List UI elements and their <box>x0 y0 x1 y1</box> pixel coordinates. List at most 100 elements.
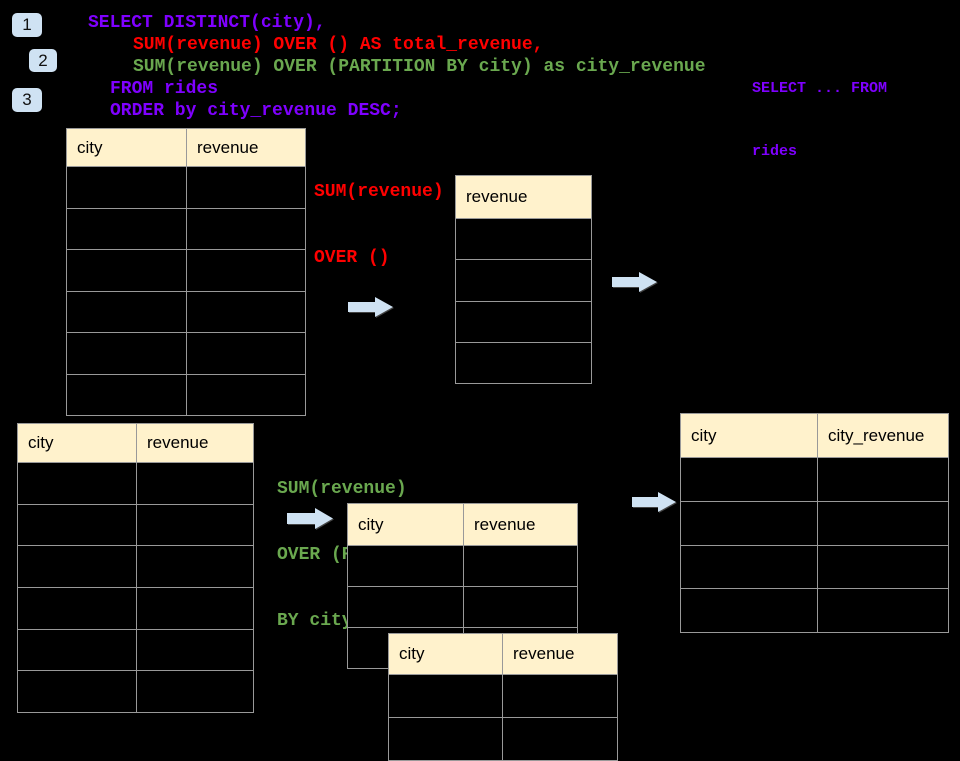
table-header-row: city revenue <box>17 423 254 463</box>
empty-cell <box>817 588 949 633</box>
empty-cell <box>502 717 618 761</box>
column-header-city: city <box>66 128 187 167</box>
empty-cell <box>347 586 464 628</box>
empty-cell <box>817 544 949 590</box>
table-row <box>66 207 306 250</box>
column-header-revenue: revenue <box>463 503 578 546</box>
table-header-row: city revenue <box>388 633 618 675</box>
slide-canvas: 1 2 3 SELECT DISTINCT(city), SUM(revenue… <box>12 13 949 761</box>
empty-cell <box>680 457 818 502</box>
annotation-total-line-2: OVER () <box>314 248 390 268</box>
annotation-partition-line-1: SUM(revenue) <box>277 479 407 499</box>
empty-cell <box>17 462 137 505</box>
step-badge-1: 1 <box>12 13 42 37</box>
empty-cell <box>463 545 578 587</box>
empty-cell <box>136 587 254 630</box>
empty-cell <box>817 457 949 502</box>
empty-cell <box>817 500 949 546</box>
empty-cell <box>186 373 306 416</box>
column-header-city: city <box>680 413 818 458</box>
sql-line-total-revenue: SUM(revenue) OVER () AS total_revenue, <box>133 35 544 55</box>
empty-cell <box>136 628 254 672</box>
table-row <box>17 628 254 672</box>
table-source-bottom: city revenue <box>17 423 254 714</box>
table-partition-overlay: city revenue <box>388 633 618 761</box>
empty-cell <box>186 249 306 292</box>
table-row <box>455 341 592 385</box>
step-badge-2: 2 <box>29 49 57 72</box>
table-result: city city_revenue <box>680 413 949 633</box>
table-partition-mid: city revenue <box>347 503 578 669</box>
column-header-revenue: revenue <box>455 175 592 219</box>
step-badge-3: 3 <box>12 88 42 112</box>
table-row <box>17 670 254 714</box>
empty-cell <box>186 166 306 209</box>
empty-cell <box>136 503 254 547</box>
empty-cell <box>66 207 187 250</box>
sql-line-select: SELECT DISTINCT(city), <box>88 13 326 33</box>
side-note-select-from-rides: SELECT ... FROM rides <box>752 36 887 204</box>
column-header-revenue: revenue <box>186 128 306 167</box>
flow-arrow-right-icon <box>287 507 333 530</box>
table-row <box>680 588 949 633</box>
empty-cell <box>455 300 592 343</box>
sql-line-order-by: ORDER by city_revenue DESC; <box>110 101 402 121</box>
table-row <box>388 717 618 761</box>
side-note-line-1: SELECT ... FROM <box>752 80 888 97</box>
table-revenue-only: revenue <box>455 175 592 385</box>
table-row <box>66 249 306 292</box>
empty-cell <box>136 670 254 714</box>
column-header-revenue: revenue <box>502 633 618 675</box>
table-row <box>680 544 949 590</box>
table-header-row: city revenue <box>66 128 306 167</box>
table-row <box>66 373 306 416</box>
empty-cell <box>680 500 818 546</box>
empty-cell <box>455 341 592 385</box>
table-header-row: city revenue <box>347 503 578 546</box>
empty-cell <box>66 290 187 333</box>
empty-cell <box>680 588 818 633</box>
column-header-city: city <box>388 633 503 675</box>
sql-line-city-revenue: SUM(revenue) OVER (PARTITION BY city) as… <box>133 57 706 77</box>
table-row <box>347 545 578 587</box>
annotation-total-line-1: SUM(revenue) <box>314 182 444 202</box>
empty-cell <box>502 674 618 718</box>
empty-cell <box>136 545 254 589</box>
table-row <box>17 462 254 505</box>
flow-arrow-right-icon <box>612 271 657 293</box>
empty-cell <box>136 462 254 505</box>
empty-cell <box>347 545 464 587</box>
side-note-line-2: rides <box>752 143 798 160</box>
empty-cell <box>680 544 818 590</box>
table-row <box>680 500 949 546</box>
table-header-row: city city_revenue <box>680 413 949 458</box>
empty-cell <box>463 586 578 628</box>
annotation-total-revenue: SUM(revenue) OVER () <box>314 137 444 313</box>
empty-cell <box>66 373 187 416</box>
empty-cell <box>17 587 137 630</box>
table-row <box>388 674 618 718</box>
empty-cell <box>388 717 503 761</box>
flow-arrow-right-icon <box>348 295 393 319</box>
empty-cell <box>66 249 187 292</box>
table-row <box>455 259 592 302</box>
empty-cell <box>388 674 503 718</box>
table-row <box>66 166 306 209</box>
flow-arrow-right-icon <box>632 490 676 514</box>
empty-cell <box>17 628 137 672</box>
table-row <box>455 217 592 261</box>
table-row <box>66 290 306 333</box>
column-header-revenue: revenue <box>136 423 254 463</box>
empty-cell <box>17 503 137 547</box>
empty-cell <box>186 332 306 375</box>
table-row <box>17 503 254 547</box>
table-row <box>680 457 949 502</box>
empty-cell <box>186 290 306 333</box>
table-row <box>347 586 578 628</box>
table-row <box>455 300 592 343</box>
column-header-city: city <box>347 503 464 546</box>
empty-cell <box>455 217 592 261</box>
empty-cell <box>186 207 306 250</box>
column-header-city: city <box>17 423 137 463</box>
sql-line-from: FROM rides <box>110 79 219 99</box>
